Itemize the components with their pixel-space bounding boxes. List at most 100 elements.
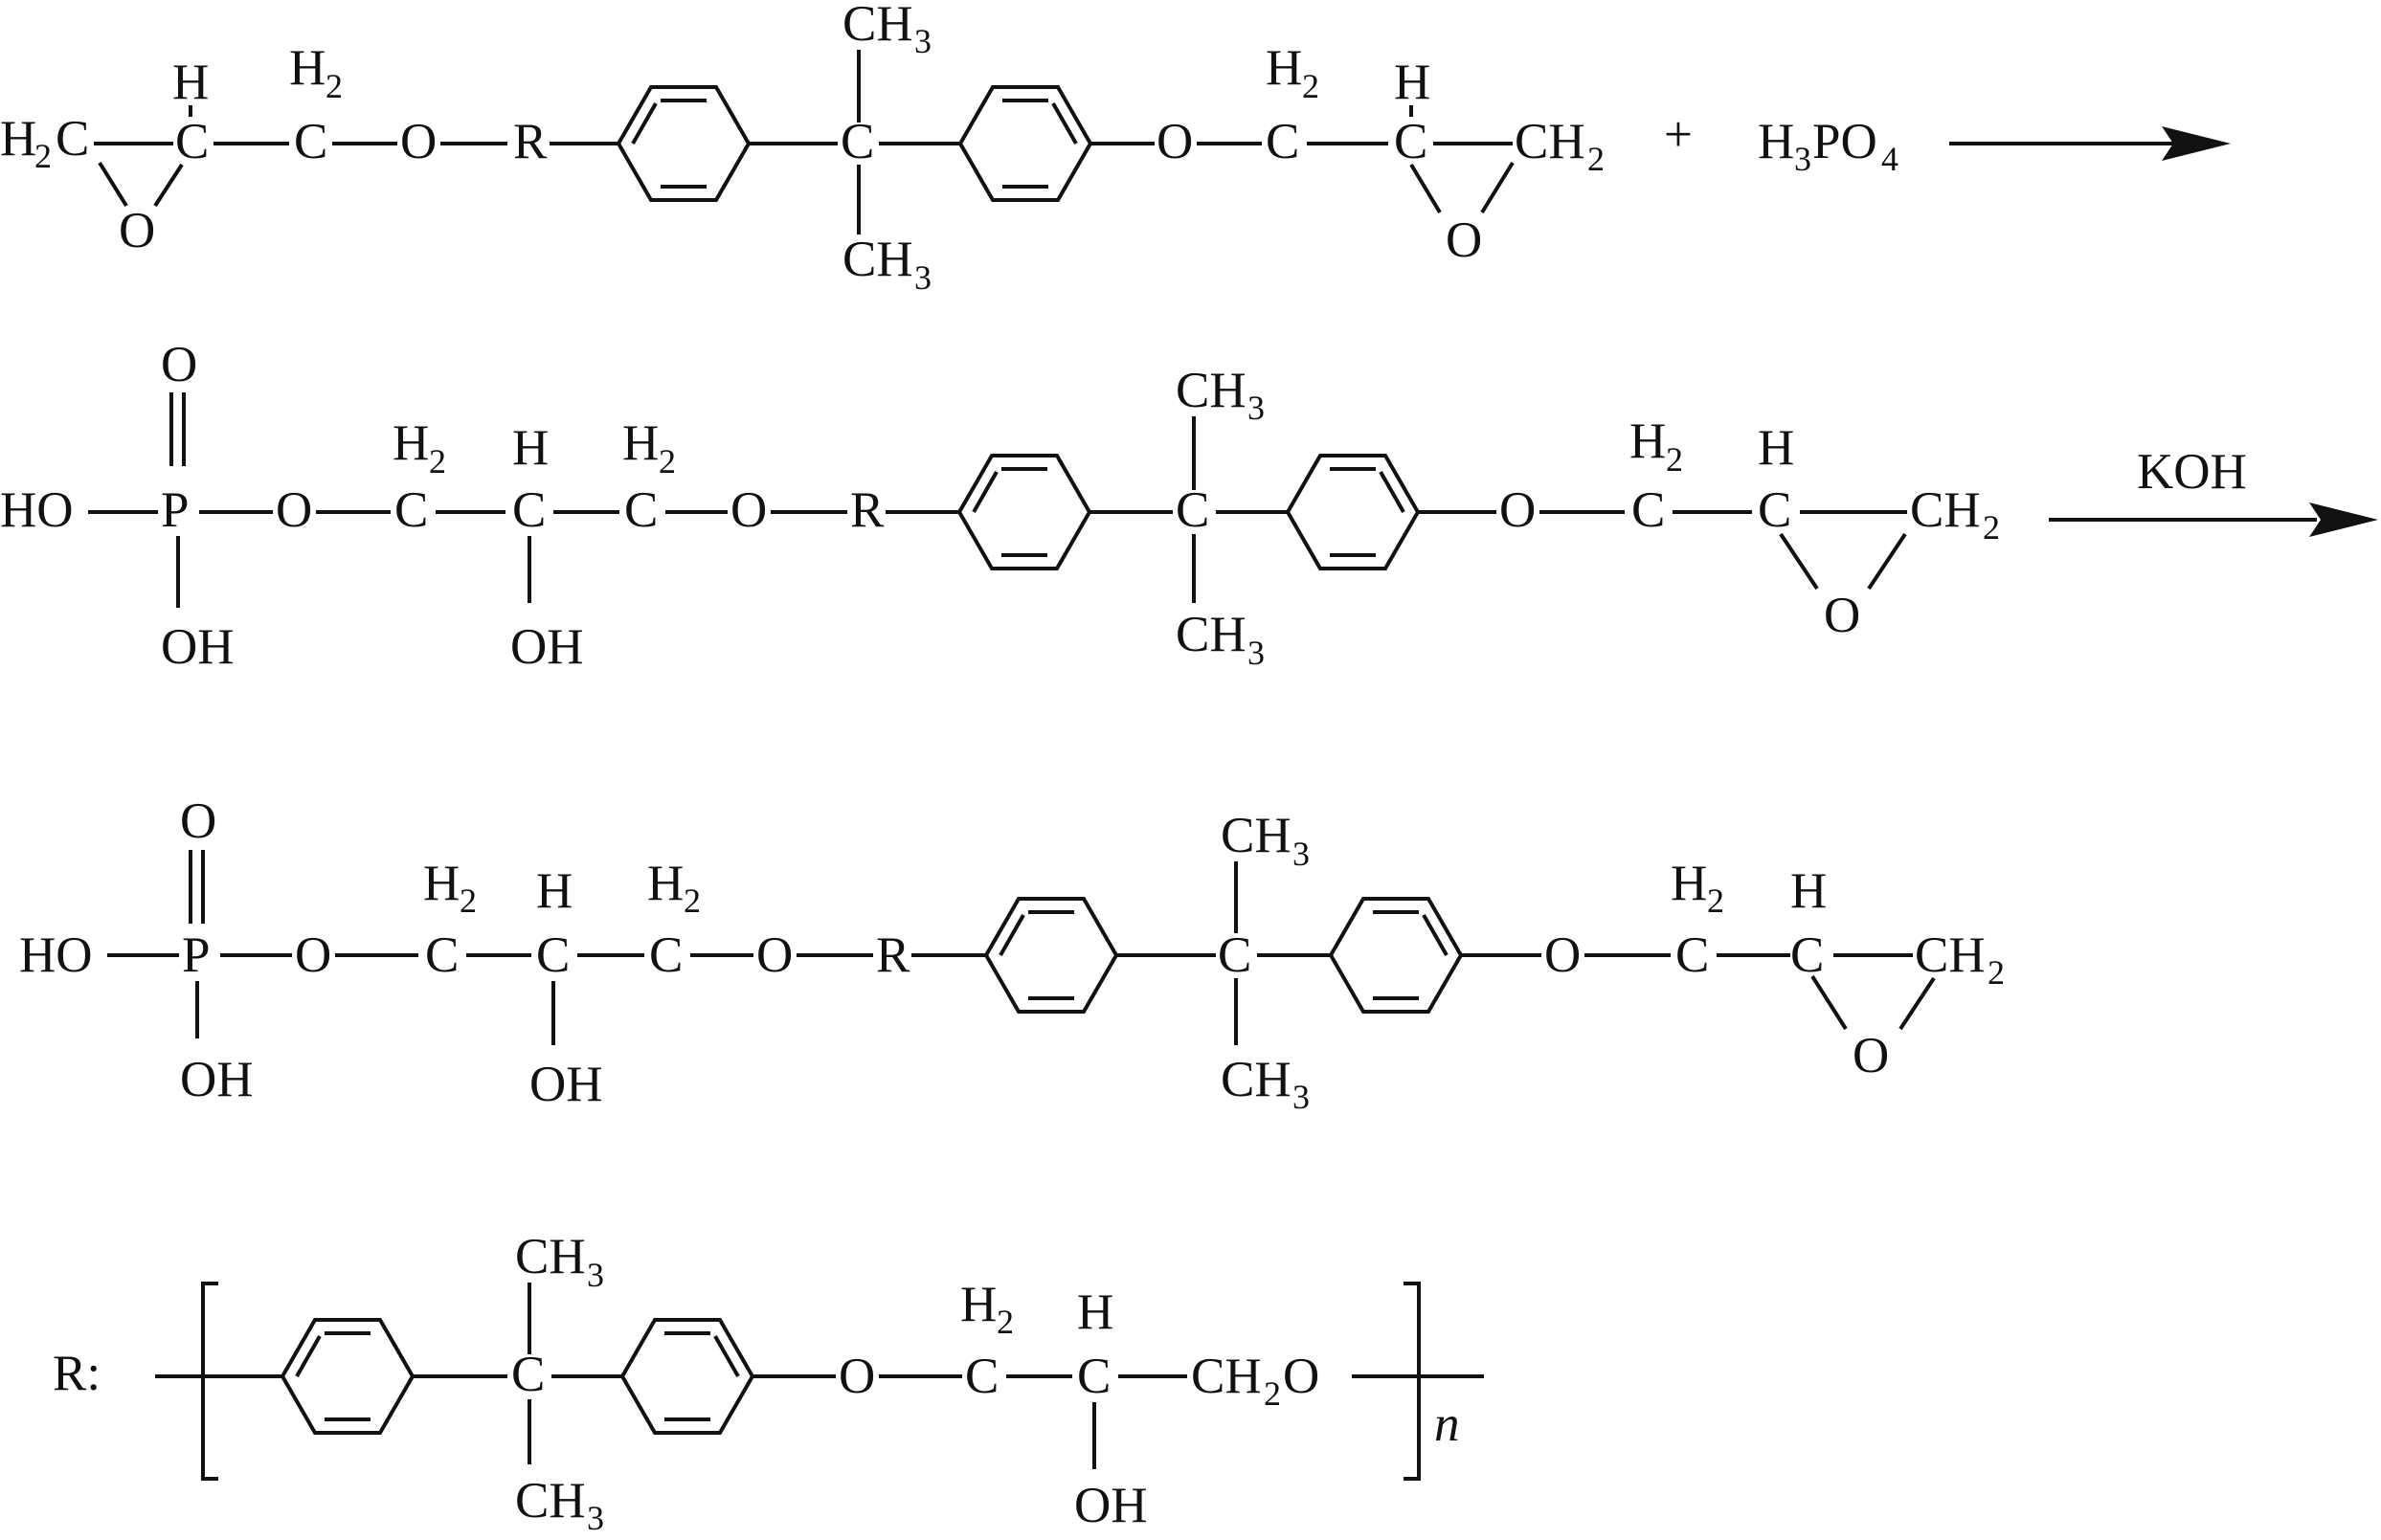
- atom-ch2-2-sub: 2: [1302, 67, 1319, 105]
- acid-po: PO: [1812, 114, 1877, 169]
- atom-epoxide-o: O: [1824, 588, 1860, 643]
- atom-ch2-h: H: [960, 1277, 997, 1332]
- atom-epoxide2-o: O: [1446, 212, 1482, 268]
- benzene-ring-icon: [1285, 454, 1421, 570]
- atom-ch2-2-h: H: [1266, 40, 1302, 96]
- benzene-ring-icon: [956, 454, 1092, 570]
- atom-ch3-top-sub: 3: [1247, 389, 1265, 427]
- atom-ch2b-c: C: [624, 482, 658, 538]
- atom-ch2b-h: H: [622, 415, 659, 471]
- atom-epoxide-ch2-sub: 2: [1988, 953, 2005, 992]
- bond-epoxide-left: [98, 161, 128, 208]
- atom-h2c-c: C: [56, 111, 89, 167]
- atom-ether-o: O: [400, 114, 437, 169]
- bond-epoxide-right: [153, 163, 184, 208]
- atom-ch2-h: H: [289, 40, 326, 96]
- repeat-index-n: n: [1434, 1396, 1460, 1452]
- atom-o-ether: O: [730, 482, 767, 538]
- atom-ch2-c: C: [294, 114, 327, 169]
- atom-choh-c: C: [512, 482, 546, 538]
- bond-epoxide-left: [1779, 532, 1819, 591]
- atom-choh-oh: OH: [529, 1057, 603, 1112]
- atom-ho-left: HO: [0, 482, 74, 538]
- benzene-ring-icon: [616, 85, 752, 202]
- atom-p-oh: OH: [180, 1052, 254, 1107]
- atom-ch2-c: C: [965, 1349, 999, 1404]
- reactant-phosphoric-acid: H 3 PO 4: [1758, 114, 1898, 178]
- atom-epoxide-c: C: [1758, 482, 1791, 538]
- atom-ch2c-c: C: [1631, 482, 1665, 538]
- atom-ch2-sub: 2: [326, 67, 343, 105]
- atom-ch2a-h: H: [393, 415, 429, 471]
- bond-epoxide2-right: [1480, 161, 1515, 214]
- atom-ch3-top-sub: 3: [1292, 835, 1310, 873]
- atom-r: R: [876, 927, 910, 983]
- atom-ch2b-h: H: [647, 856, 684, 911]
- acid-sub4: 4: [1881, 140, 1898, 178]
- right-bracket: [1404, 1282, 1421, 1481]
- atom-ch2c-h: H: [1629, 413, 1666, 469]
- atom-choh-c: C: [536, 927, 570, 983]
- atom-ch3-top: CH: [1221, 808, 1292, 863]
- left-bracket: [201, 1282, 218, 1481]
- atom-ch2a-c: C: [425, 927, 459, 983]
- atom-epoxide-h: H: [172, 55, 209, 110]
- atom-ch3-bottom: CH: [515, 1473, 586, 1529]
- benzene-ring-icon: [619, 1318, 755, 1435]
- atom-ch2c-h: H: [1671, 856, 1707, 911]
- atom-ch3-bottom: CH: [1176, 607, 1247, 662]
- atom-ch2b-c: C: [649, 927, 683, 983]
- atom-quaternary-c: C: [1176, 482, 1209, 538]
- atom-quaternary-c: C: [841, 114, 874, 169]
- reactant-diglycidyl-ether: H 2 C H C O H 2 C O R C CH 3: [0, 0, 1605, 297]
- atom-ch3-bottom: CH: [842, 232, 913, 287]
- atom-choh-h: H: [512, 420, 549, 476]
- atom-ch3-top-sub: 3: [587, 1256, 604, 1294]
- atom-ch2o-sub: 2: [1264, 1374, 1281, 1413]
- bond-epoxide-right: [1898, 976, 1936, 1031]
- atom-p: P: [182, 927, 210, 983]
- atom-epoxide-o: O: [119, 203, 155, 258]
- bond-epoxide-left: [1810, 974, 1848, 1031]
- atom-p-oh: OH: [161, 619, 235, 675]
- benzene-ring-icon: [280, 1318, 416, 1435]
- atom-epoxide-h: H: [1790, 863, 1827, 919]
- atom-r: R: [513, 114, 548, 169]
- reagent-koh: KOH: [2137, 444, 2247, 500]
- atom-o-ether: O: [839, 1349, 875, 1404]
- atom-ether-o-2: O: [1157, 114, 1193, 169]
- atom-ch3-bottom: CH: [1221, 1052, 1292, 1107]
- atom-o-ester: O: [295, 927, 331, 983]
- atom-ch3-bottom-sub: 3: [587, 1499, 604, 1537]
- atom-o-ether: O: [756, 927, 793, 983]
- atom-ch2a-c: C: [394, 482, 428, 538]
- atom-quaternary-c: C: [511, 1347, 545, 1402]
- atom-choh-h: H: [536, 863, 573, 919]
- plus-sign: +: [1664, 107, 1693, 163]
- atom-ch2-sub: 2: [997, 1303, 1014, 1341]
- atom-epoxide-c: C: [175, 114, 209, 169]
- atom-ch3-top: CH: [1176, 363, 1247, 418]
- atom-epoxide-h: H: [1758, 420, 1794, 476]
- benzene-ring-icon: [1328, 897, 1464, 1014]
- atom-p-oxo: O: [161, 337, 197, 392]
- atom-ch3-top: CH: [842, 0, 913, 52]
- atom-ch2a-h: H: [423, 856, 460, 911]
- atom-ch2b-sub: 2: [684, 882, 701, 920]
- product-phosphate-ester: O H O P OH O H 2 C H C OH H 2 C O R: [19, 793, 2005, 1116]
- atom-r: R: [850, 482, 885, 538]
- atom-o-ether-2: O: [1544, 927, 1581, 983]
- atom-p-oxo: O: [180, 793, 216, 849]
- atom-quaternary-c: C: [1218, 927, 1251, 983]
- reaction-arrow-2: [2049, 502, 2378, 537]
- atom-choh-oh: OH: [510, 619, 584, 675]
- atom-epoxide2-h: H: [1394, 55, 1430, 110]
- r-group-definition: R: C CH 3 CH 3 O H 2 C H: [53, 1229, 1484, 1537]
- benzene-ring-icon: [983, 897, 1119, 1014]
- atom-choh-c: C: [1077, 1349, 1111, 1404]
- atom-h2c-h: H: [0, 111, 36, 167]
- atom-epoxide-ch2: CH: [1910, 482, 1981, 538]
- atom-ch3-top: CH: [515, 1229, 586, 1284]
- atom-epoxide-c: C: [1790, 927, 1824, 983]
